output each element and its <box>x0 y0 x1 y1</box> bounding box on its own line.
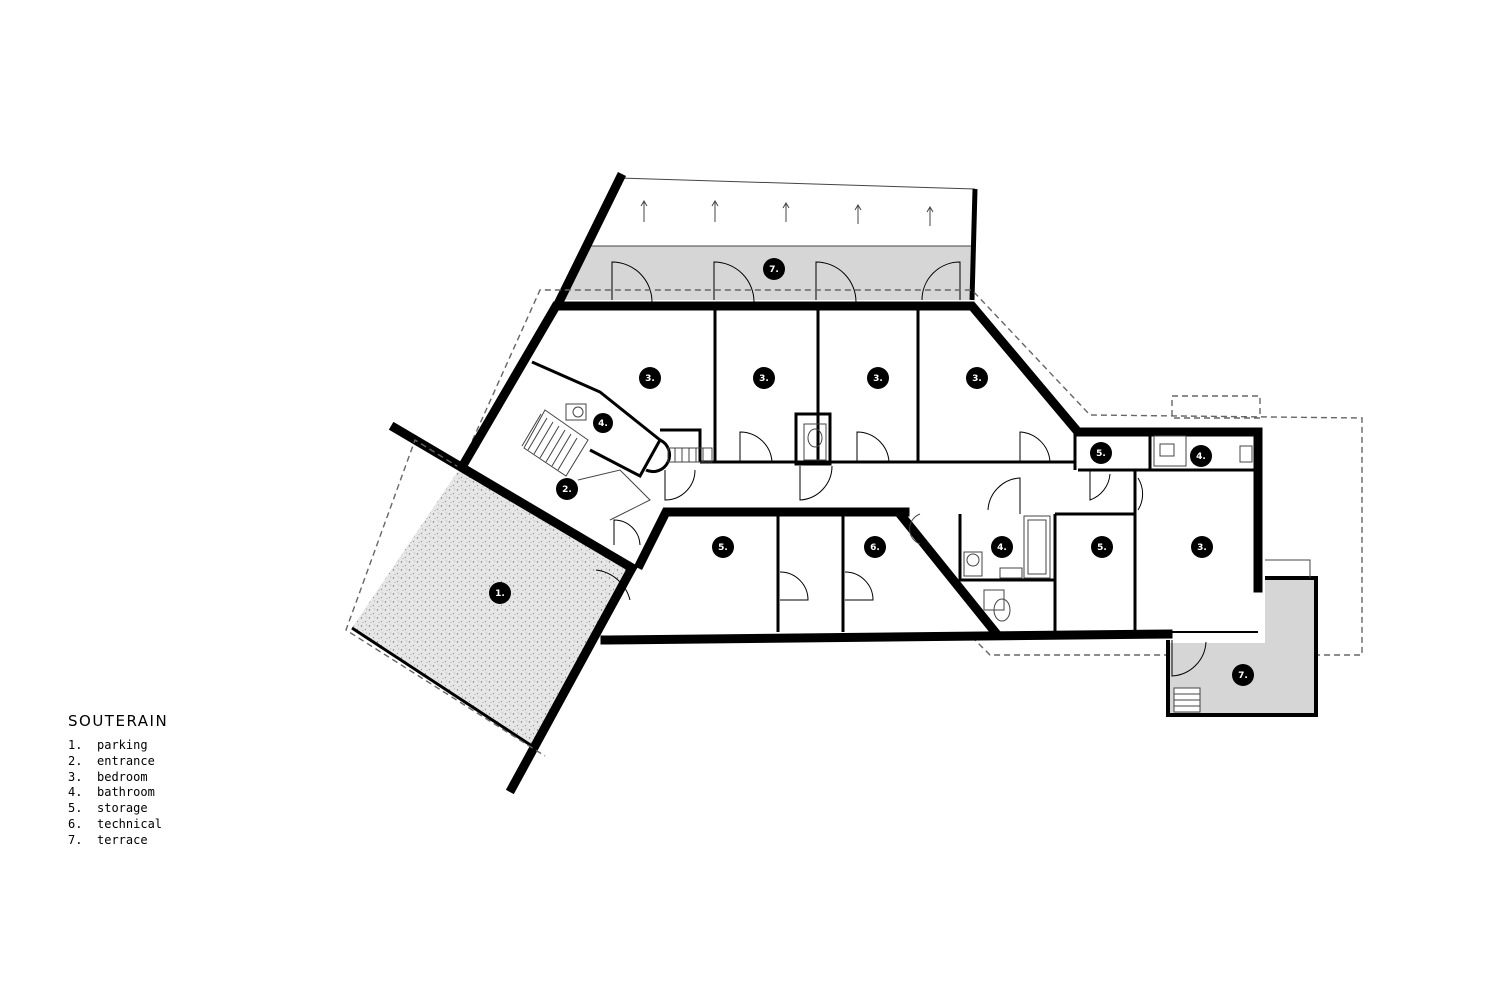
exterior-walls <box>455 301 1263 645</box>
room-marker-label: 7. <box>1238 671 1248 681</box>
legend-item: 7. terrace <box>68 833 168 849</box>
room-marker-label: 4. <box>1196 452 1206 462</box>
room-marker-label: 3. <box>972 374 982 384</box>
legend-list: 1. parking 2. entrance 3. bedroom 4. bathroo… <box>68 738 168 849</box>
room-marker-bathroom-stair: 4. <box>593 413 613 433</box>
room-marker-parking: 1. <box>489 582 511 604</box>
room-marker-label: 4. <box>997 543 1007 553</box>
legend: SOUTERAIN 1. parking 2. entrance 3. bedroom… <box>68 712 168 849</box>
room-marker-storage-south-a: 5. <box>712 536 734 558</box>
legend-item-label: parking <box>97 738 148 752</box>
room-marker-bathroom-south: 4. <box>991 536 1013 558</box>
legend-item-number: 3. <box>68 769 83 784</box>
room-marker-bedroom-d: 3. <box>966 367 988 389</box>
legend-item-number: 2. <box>68 753 83 768</box>
room-marker-label: 7. <box>769 265 779 275</box>
legend-item-label: terrace <box>97 832 148 847</box>
interior-doors <box>595 431 1144 601</box>
room-marker-terrace-north: 7. <box>763 258 785 280</box>
legend-item: 4. bathroom <box>68 785 168 801</box>
legend-item-label: technical <box>97 816 163 831</box>
stair-core <box>521 360 672 521</box>
legend-item-label: storage <box>97 801 148 816</box>
room-marker-terrace-east: 7. <box>1232 664 1254 686</box>
room-marker-bathroom-north: 4. <box>1190 445 1212 467</box>
roof-outline <box>459 289 1363 656</box>
room-marker-label: 5. <box>718 543 728 553</box>
terrace-slope-arrows <box>640 200 934 226</box>
legend-item: 2. entrance <box>68 754 168 770</box>
terrace-doors <box>611 261 961 303</box>
room-marker-bedroom-a: 3. <box>639 367 661 389</box>
legend-item-label: bedroom <box>97 769 148 784</box>
legend-item: 3. bedroom <box>68 770 168 786</box>
legend-item: 1. parking <box>68 738 168 754</box>
legend-item-label: entrance <box>97 753 155 768</box>
room-marker-label: 6. <box>870 543 880 553</box>
legend-item-number: 1. <box>68 738 83 752</box>
terrace-north <box>553 171 978 307</box>
room-marker-label: 2. <box>562 485 572 495</box>
room-marker-technical: 6. <box>864 536 886 558</box>
legend-item-number: 6. <box>68 816 83 831</box>
legend-item-number: 5. <box>68 801 83 816</box>
legend-item-label: bathroom <box>97 785 155 800</box>
bathroom-fixtures <box>667 423 1253 622</box>
parking-area <box>345 421 639 795</box>
room-marker-label: 3. <box>759 374 769 384</box>
room-marker-label: 3. <box>873 374 883 384</box>
terrace-east <box>1166 559 1318 717</box>
room-marker-label: 3. <box>645 374 655 384</box>
legend-item-number: 7. <box>68 832 83 847</box>
room-marker-label: 3. <box>1197 543 1207 553</box>
room-marker-label: 4. <box>598 419 608 429</box>
room-marker-bedroom-east: 3. <box>1191 536 1213 558</box>
room-marker-entrance: 2. <box>556 478 578 500</box>
room-marker-bedroom-c: 3. <box>867 367 889 389</box>
legend-item: 6. technical <box>68 817 168 833</box>
room-marker-label: 5. <box>1096 449 1106 459</box>
roof-vent <box>1171 395 1261 419</box>
room-marker-label: 1. <box>495 589 505 599</box>
interior-partitions <box>660 306 1258 632</box>
room-marker-storage-south-b: 5. <box>1091 536 1113 558</box>
legend-title: SOUTERAIN <box>68 712 169 730</box>
terrace-east-steps <box>1173 687 1201 713</box>
room-marker-storage-north: 5. <box>1090 442 1112 464</box>
legend-item-number: 4. <box>68 785 83 800</box>
room-marker-bedroom-b: 3. <box>753 367 775 389</box>
legend-item: 5. storage <box>68 801 168 817</box>
room-marker-label: 5. <box>1097 543 1107 553</box>
